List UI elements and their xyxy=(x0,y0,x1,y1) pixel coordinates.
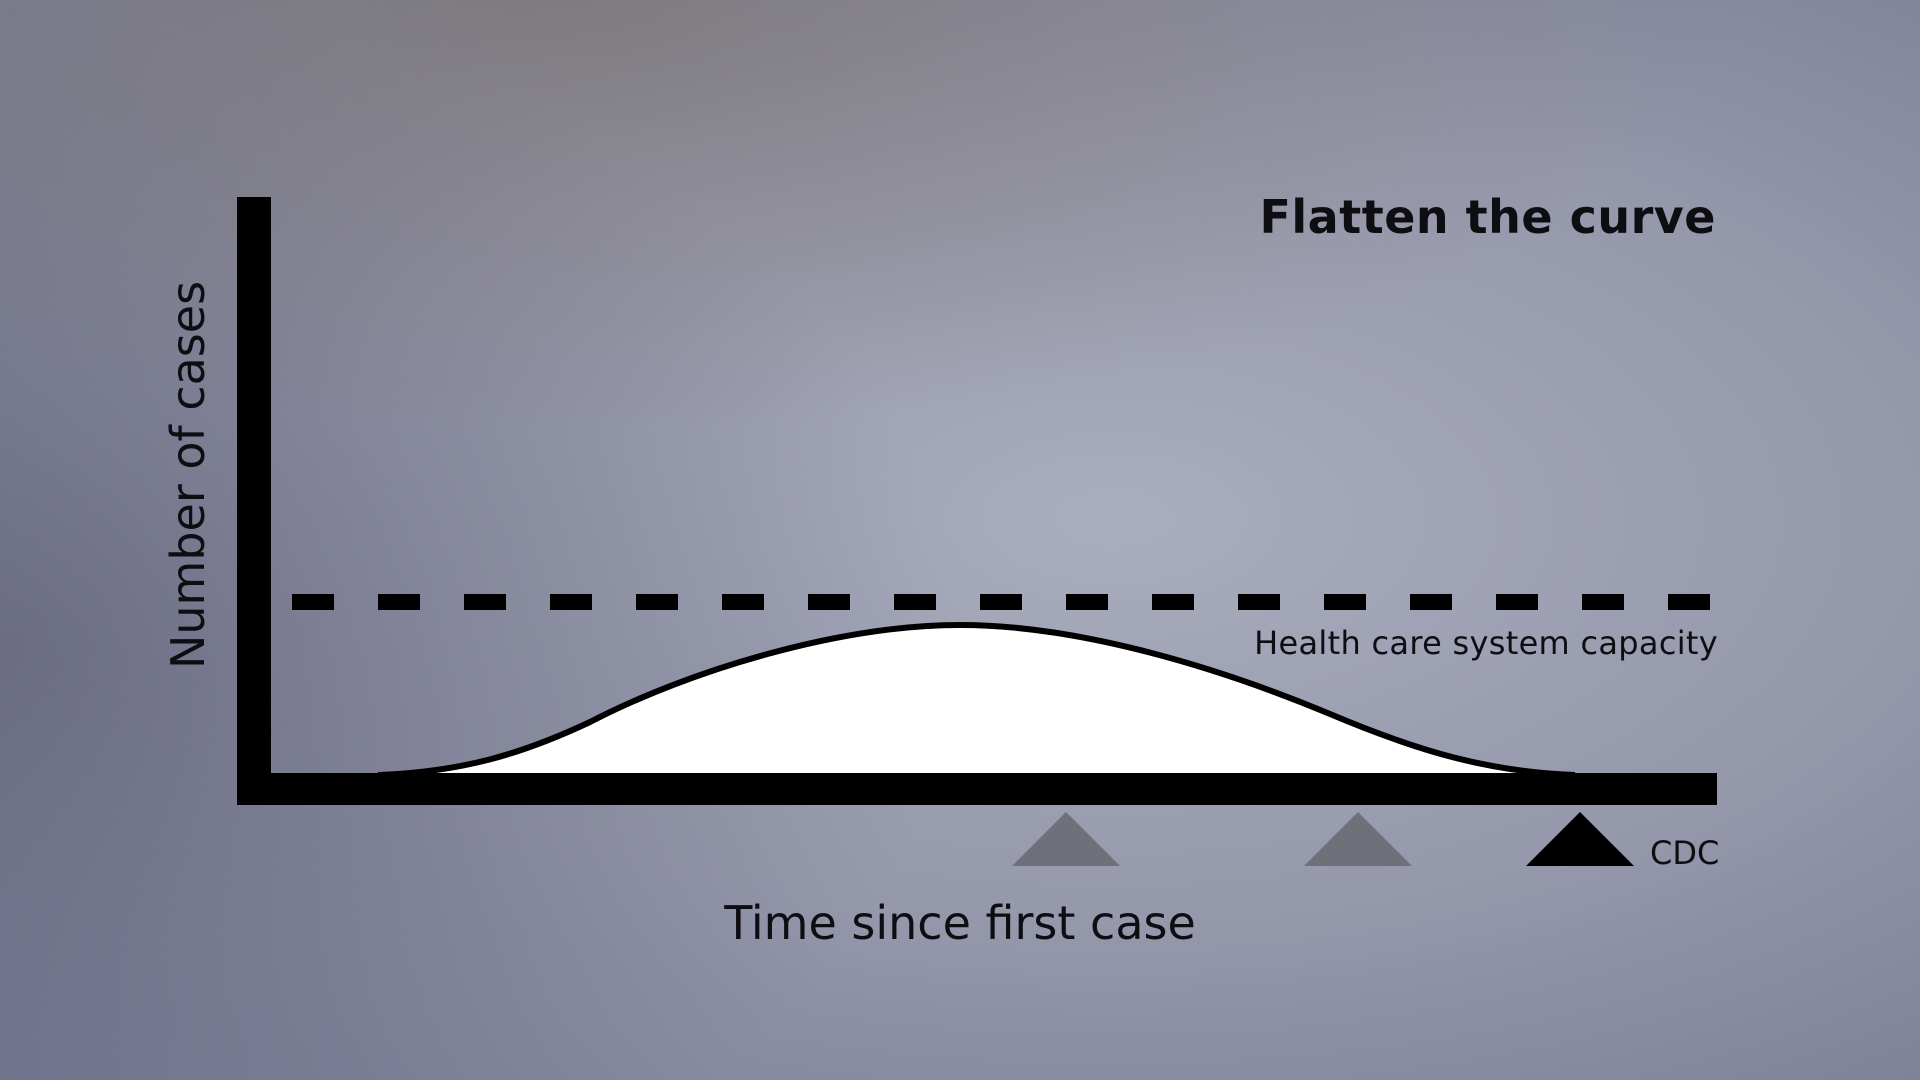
curve-area xyxy=(378,625,1575,775)
timeline-markers xyxy=(1012,812,1634,866)
chart-title: Flatten the curve xyxy=(1259,190,1716,244)
timeline-marker-2 xyxy=(1304,812,1412,866)
x-axis-label: Time since first case xyxy=(724,896,1196,950)
y-axis xyxy=(237,197,271,805)
y-axis-label: Number of cases xyxy=(161,280,215,670)
cdc-marker-label: CDC xyxy=(1650,834,1720,872)
curve-line xyxy=(377,621,1576,778)
x-axis xyxy=(237,773,1717,805)
timeline-marker-3 xyxy=(1526,812,1634,866)
capacity-line-label: Health care system capacity xyxy=(1254,624,1718,662)
timeline-marker-1 xyxy=(1012,812,1120,866)
